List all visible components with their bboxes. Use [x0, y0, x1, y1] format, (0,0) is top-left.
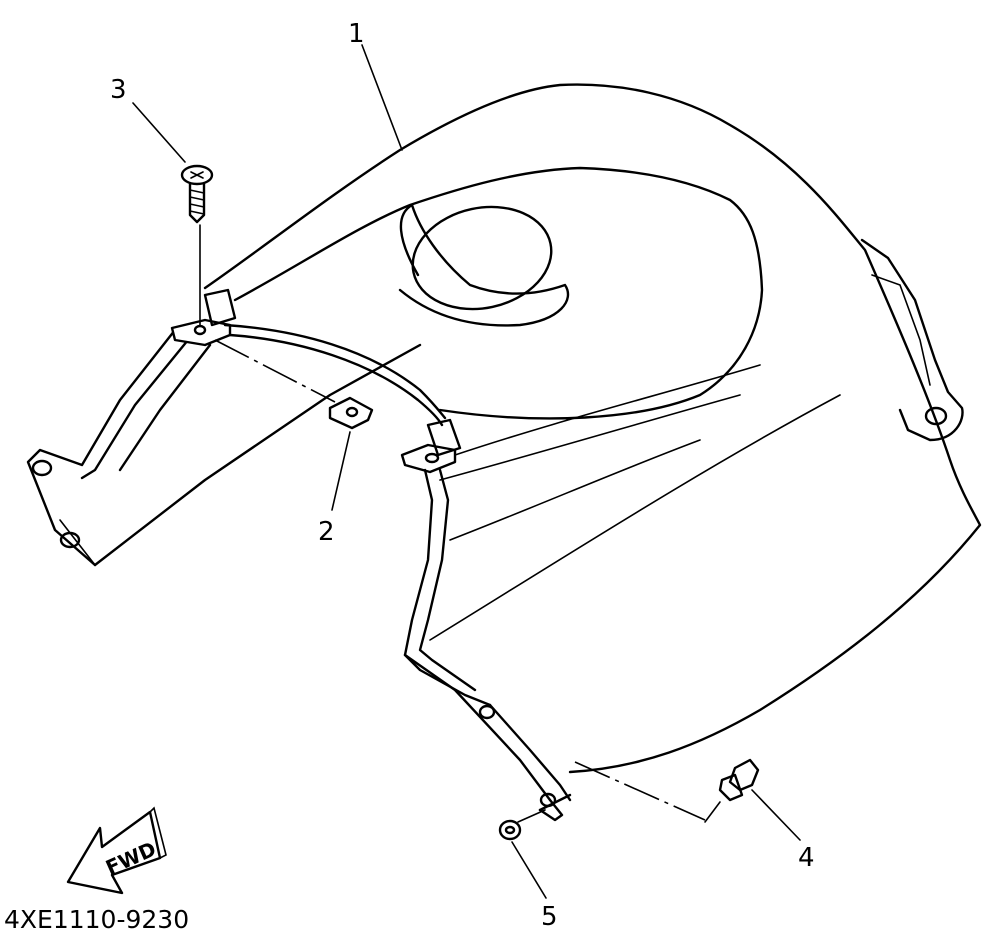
screw-part-3 [132, 102, 214, 326]
right-mounting-tab [860, 238, 964, 442]
forward-direction-arrow: FWD [66, 806, 167, 895]
callout-1: 1 [348, 19, 365, 49]
callout-4: 4 [798, 843, 815, 873]
fuel-tank-cover [26, 83, 982, 822]
callout-2: 2 [318, 517, 335, 547]
callout-3: 3 [110, 75, 127, 105]
right-lower-arm [400, 418, 572, 822]
fuel-cap-opening [398, 203, 570, 327]
washer-part-5 [498, 809, 547, 899]
clip-part-4 [574, 758, 801, 841]
diagram-part-number: 4XE1110-9230 [4, 905, 189, 934]
nut-part-2 [214, 339, 374, 511]
callout-5: 5 [541, 902, 558, 932]
leader-line-1 [361, 44, 403, 151]
left-arm [26, 288, 447, 567]
